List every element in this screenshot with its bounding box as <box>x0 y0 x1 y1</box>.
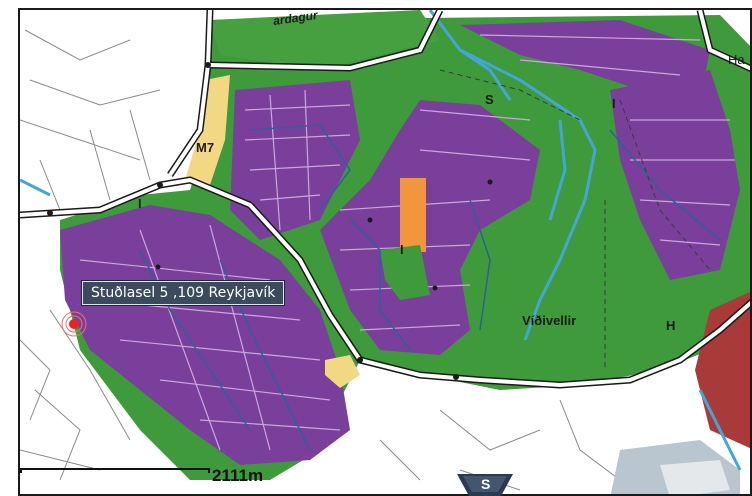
route-nodes <box>47 62 493 380</box>
scale-label: 2111m <box>212 466 264 485</box>
area-label-i-center: I <box>400 242 404 257</box>
residential-areas <box>60 20 740 465</box>
boundary-lines <box>439 69 711 370</box>
area-label-m7: M7 <box>196 140 215 155</box>
map-canvas[interactable] <box>20 10 752 496</box>
compass-icon[interactable] <box>453 474 517 496</box>
yellow-zone-south <box>325 355 360 388</box>
area-label-vidivellir: Víðivellir <box>522 313 577 328</box>
area-label-i-east: I <box>612 96 616 111</box>
area-label-s: S <box>485 92 494 107</box>
area-label-ha: Ha <box>728 52 745 67</box>
scale-bar <box>20 468 210 473</box>
water-streams <box>20 10 742 471</box>
dark-paths <box>139 124 721 451</box>
left-margin <box>0 0 18 496</box>
block-streets <box>79 34 735 451</box>
location-marker-icon[interactable] <box>60 310 88 338</box>
orange-zone <box>400 178 426 252</box>
compass-label: S <box>481 476 491 492</box>
area-label-h: H <box>666 318 676 333</box>
yellow-zone-m7 <box>185 75 230 185</box>
area-label-i-west: I <box>138 196 142 211</box>
location-tooltip: Stuðlasel 5 ,109 Reykjavík <box>82 281 285 305</box>
map-panel[interactable]: M7 I I I S Víðivellir H Ha ardagur <box>18 8 752 496</box>
